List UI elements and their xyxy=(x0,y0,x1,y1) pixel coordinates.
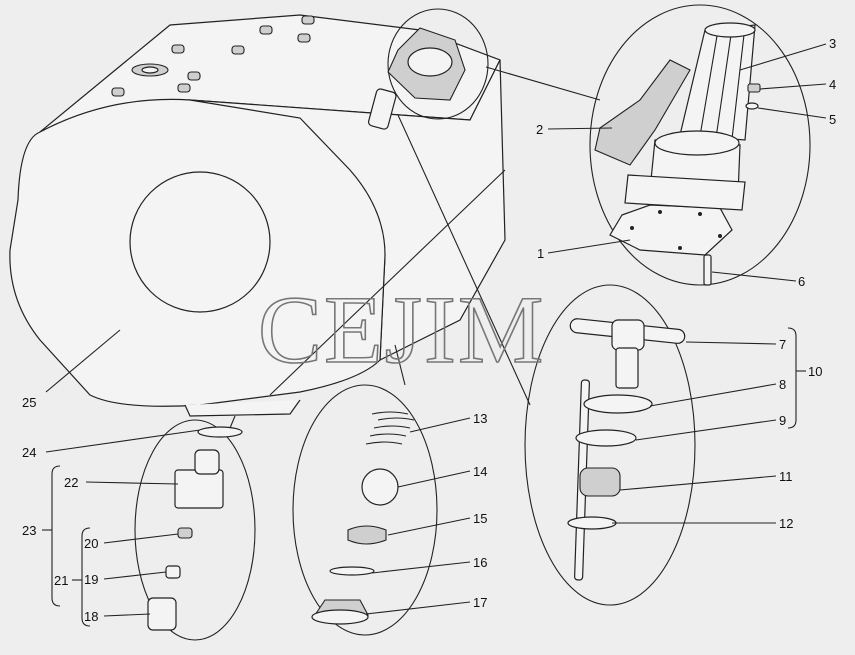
filter-cage xyxy=(679,24,756,141)
pump-mount-detail xyxy=(367,27,466,130)
callout-20: 20 xyxy=(84,536,98,551)
callout-6: 6 xyxy=(798,274,805,289)
level-sender-arm xyxy=(594,59,691,166)
callout-7: 7 xyxy=(779,337,786,352)
callout-9: 9 xyxy=(779,413,786,428)
nut xyxy=(747,83,761,93)
connector-lines xyxy=(229,66,601,429)
washer xyxy=(745,102,759,110)
callout-22: 22 xyxy=(64,475,78,490)
small-nut xyxy=(177,527,193,539)
check-valve-parts xyxy=(311,411,415,625)
detail-ellipse-pump-assembly xyxy=(589,4,811,286)
callout-19: 19 xyxy=(84,572,98,587)
small-bolt xyxy=(165,565,181,579)
leader-lines xyxy=(42,43,827,627)
tank-front-opening xyxy=(129,171,271,313)
callout-21: 21 xyxy=(54,573,68,588)
bushing xyxy=(579,467,621,497)
middle-disc xyxy=(575,429,637,447)
watermark-text: CEJIM xyxy=(258,276,545,383)
callout-5: 5 xyxy=(829,112,836,127)
callout-13: 13 xyxy=(473,411,487,426)
detail-ellipse-drain xyxy=(134,419,256,641)
callout-24: 24 xyxy=(22,445,36,460)
callout-14: 14 xyxy=(473,464,487,479)
callout-11: 11 xyxy=(779,469,793,484)
callout-labels: 1 2 3 4 5 6 7 8 9 10 11 12 13 14 15 16 1… xyxy=(22,36,836,624)
detail-ellipse-check-valve xyxy=(292,384,438,636)
callout-23: 23 xyxy=(22,523,36,538)
handle-cap xyxy=(611,319,645,351)
valve-stack xyxy=(567,318,686,581)
mounting-flange xyxy=(609,204,733,256)
callout-18: 18 xyxy=(84,609,98,624)
callout-17: 17 xyxy=(473,595,487,610)
callout-16: 16 xyxy=(473,555,487,570)
top-boss xyxy=(171,44,185,54)
gasket xyxy=(329,566,375,576)
callout-1: 1 xyxy=(537,246,544,261)
drain-parts xyxy=(147,426,243,631)
callout-3: 3 xyxy=(829,36,836,51)
pipe xyxy=(703,254,712,286)
o-ring xyxy=(197,426,243,438)
seat-ring xyxy=(347,525,387,545)
callout-4: 4 xyxy=(829,77,836,92)
callout-15: 15 xyxy=(473,511,487,526)
callout-12: 12 xyxy=(779,516,793,531)
spring xyxy=(365,411,415,445)
ball xyxy=(361,468,399,506)
callout-25: 25 xyxy=(22,395,36,410)
seal-washer xyxy=(567,516,617,530)
callout-2: 2 xyxy=(536,122,543,137)
callout-8: 8 xyxy=(779,377,786,392)
drain-cap xyxy=(147,597,177,631)
fuel-tank xyxy=(9,14,506,417)
hex-fitting xyxy=(174,469,224,509)
detail-ellipse-pump-mount xyxy=(387,8,489,120)
detail-ellipse-valve xyxy=(524,284,696,606)
pump-assembly xyxy=(594,22,761,286)
upper-disc xyxy=(583,394,653,414)
callout-10: 10 xyxy=(808,364,822,379)
